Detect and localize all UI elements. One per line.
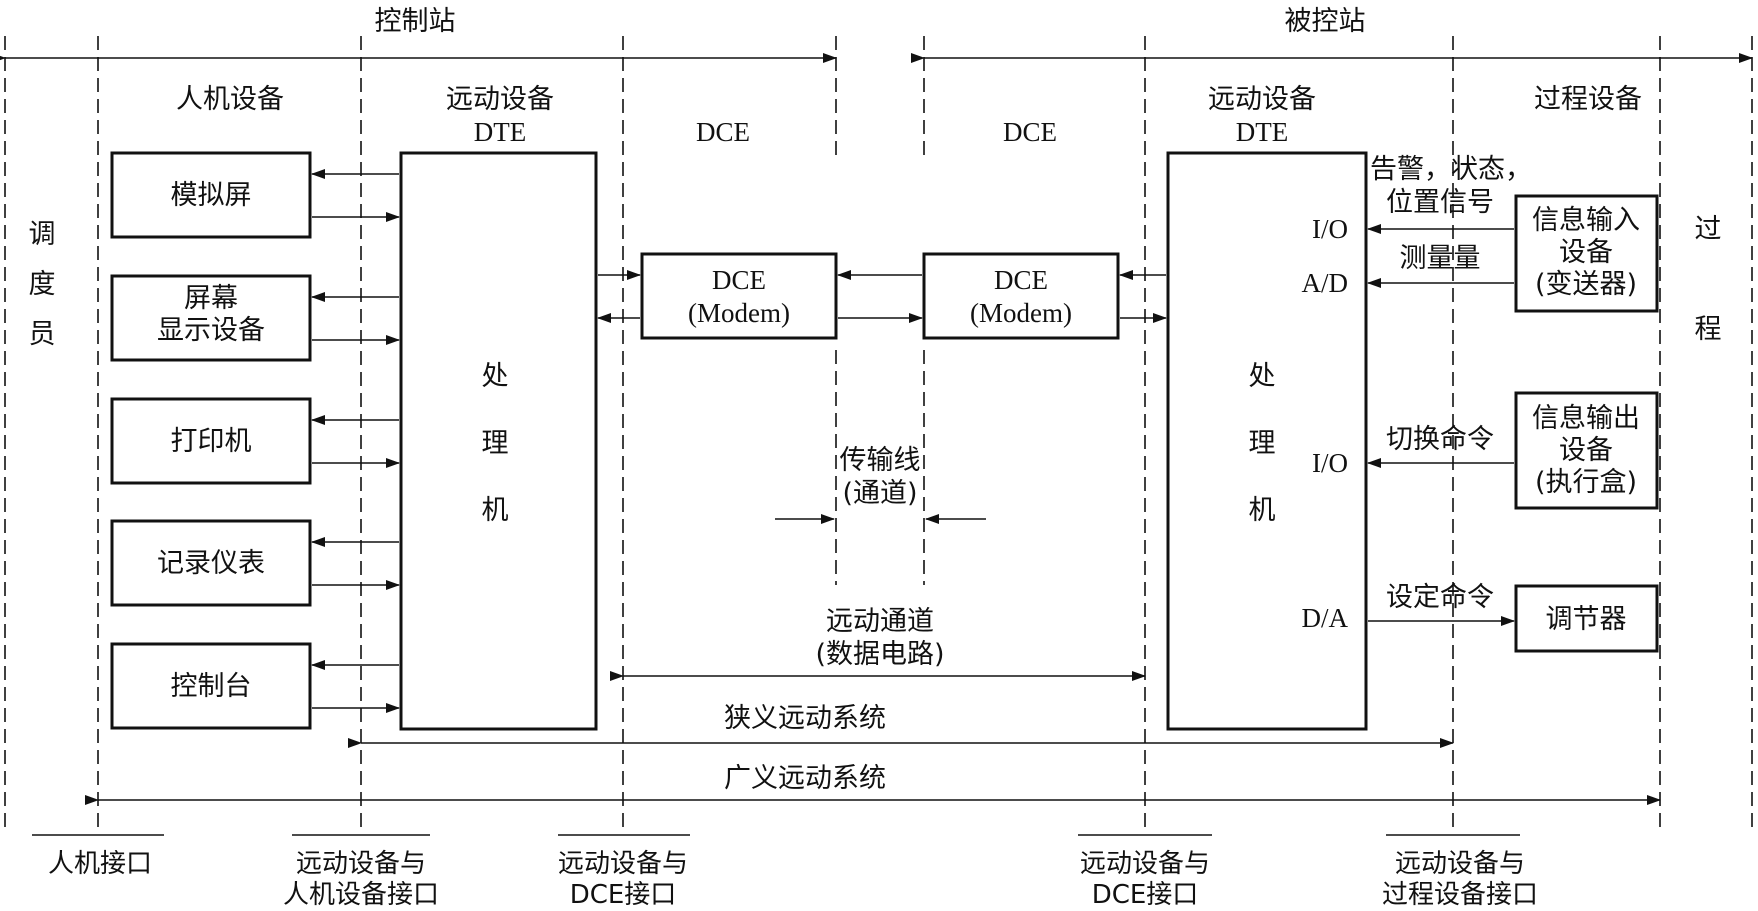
port-io-2: I/O [1312, 448, 1348, 478]
signal-measurement: 测量量 [1400, 243, 1481, 274]
span-broad-system: 广义远动系统 [85, 763, 1661, 805]
region-label-dce-right: DCE [1003, 117, 1057, 147]
svg-text:员: 员 [29, 319, 56, 350]
interface-tc-hmi-line1: 远动设备与 [296, 849, 426, 879]
processor-left: 处 理 机 [399, 151, 598, 731]
station-header-controlled: 被控站 [911, 6, 1753, 63]
svg-text:(通道): (通道) [842, 478, 917, 509]
svg-text:理: 理 [1249, 428, 1276, 459]
svg-text:(执行盒): (执行盒) [1535, 467, 1637, 498]
port-io-1: I/O [1312, 214, 1348, 244]
svg-text:打印机: 打印机 [171, 426, 252, 457]
svg-text:模拟屏: 模拟屏 [171, 180, 252, 211]
svg-text:(变送器): (变送器) [1535, 269, 1637, 300]
interface-tc-dce-left-line2: DCE接口 [570, 880, 677, 910]
port-da: D/A [1302, 603, 1349, 633]
span-narrow-system: 狭义远动系统 [348, 703, 1454, 748]
interface-hmi: 人机接口 [48, 849, 152, 879]
svg-text:(数据电路): (数据电路) [815, 639, 944, 670]
device-box-info-input: 信息输入 设备 (变送器) [1514, 194, 1659, 313]
svg-text:狭义远动系统: 狭义远动系统 [724, 703, 886, 734]
svg-text:处: 处 [1249, 361, 1276, 392]
span-telecontrol-channel: 远动通道 (数据电路) [610, 606, 1146, 681]
svg-text:显示设备: 显示设备 [157, 315, 265, 346]
region-label-dce-left: DCE [696, 117, 750, 147]
port-ad: A/D [1302, 268, 1349, 298]
signal-set-command: 设定命令 [1386, 582, 1494, 613]
modem-right: DCE (Modem) [922, 252, 1120, 340]
controlled-station-label: 被控站 [1285, 6, 1366, 37]
svg-text:记录仪表: 记录仪表 [157, 548, 265, 579]
svg-text:度: 度 [29, 269, 56, 300]
signal-alarm-status: 告警，状态， [1370, 154, 1532, 185]
device-box-recorder: 记录仪表 [110, 519, 312, 607]
device-box-console: 控制台 [110, 642, 312, 730]
svg-text:广义远动系统: 广义远动系统 [724, 763, 886, 794]
data-link-arrows [597, 270, 1167, 323]
hmi-processor-arrows [311, 169, 400, 713]
interface-tc-process-line1: 远动设备与 [1395, 849, 1525, 879]
svg-text:调: 调 [29, 219, 56, 250]
region-label-process: 过程设备 [1534, 84, 1642, 115]
device-box-printer: 打印机 [110, 397, 312, 485]
interface-labels: 人机接口 远动设备与 人机设备接口 远动设备与 DCE接口 远动设备与 DCE接… [48, 849, 1538, 910]
svg-text:设备: 设备 [1559, 237, 1613, 268]
interface-tc-process-line2: 过程设备接口 [1382, 880, 1538, 910]
svg-text:屏幕: 屏幕 [184, 283, 238, 314]
signal-position: 位置信号 [1386, 187, 1494, 218]
svg-text:调节器: 调节器 [1546, 604, 1627, 635]
svg-text:DCE: DCE [712, 265, 766, 295]
svg-text:(Modem): (Modem) [688, 298, 790, 328]
transmission-line: 传输线 (通道) [775, 445, 986, 524]
region-label-dte-left: DTE [474, 117, 526, 147]
modem-left: DCE (Modem) [640, 252, 838, 340]
device-box-info-output: 信息输出 设备 (执行盒) [1514, 391, 1659, 510]
svg-text:(Modem): (Modem) [970, 298, 1072, 328]
svg-text:机: 机 [482, 495, 509, 526]
device-box-regulator: 调节器 [1514, 584, 1659, 653]
process-signals: 告警，状态， 位置信号 测量量 切换命令 设定命令 [1367, 154, 1532, 626]
svg-text:DCE: DCE [994, 265, 1048, 295]
boundary-lines [4, 36, 1753, 830]
region-label-telecontrol-right: 远动设备 [1208, 84, 1316, 115]
processor-right: 处 理 机 I/O A/D I/O D/A [1166, 151, 1368, 731]
interface-tc-dce-left-line1: 远动设备与 [558, 849, 688, 879]
svg-text:控制台: 控制台 [171, 671, 252, 702]
interface-tc-hmi-line2: 人机设备接口 [283, 880, 439, 910]
device-box-analog-screen: 模拟屏 [110, 151, 312, 239]
svg-text:过: 过 [1695, 214, 1722, 245]
svg-text:程: 程 [1695, 314, 1722, 345]
region-label-hmi: 人机设备 [176, 84, 284, 115]
interface-tc-dce-right-line1: 远动设备与 [1080, 849, 1210, 879]
svg-text:机: 机 [1249, 495, 1276, 526]
device-box-screen-display: 屏幕 显示设备 [110, 274, 312, 362]
interface-tc-dce-right-line2: DCE接口 [1092, 880, 1199, 910]
region-label-telecontrol-left: 远动设备 [446, 84, 554, 115]
signal-switch-command: 切换命令 [1386, 424, 1494, 455]
station-header-control: 控制站 [0, 6, 837, 63]
control-station-label: 控制站 [375, 6, 456, 37]
svg-text:信息输入: 信息输入 [1532, 205, 1640, 236]
svg-text:远动通道: 远动通道 [826, 606, 934, 637]
process-label: 过 程 [1695, 214, 1722, 345]
svg-text:信息输出: 信息输出 [1532, 403, 1640, 434]
svg-text:处: 处 [482, 361, 509, 392]
dispatcher-label: 调 度 员 [29, 219, 56, 350]
svg-text:理: 理 [482, 428, 509, 459]
svg-text:设备: 设备 [1559, 435, 1613, 466]
svg-text:传输线: 传输线 [840, 445, 921, 476]
region-label-dte-right: DTE [1236, 117, 1288, 147]
